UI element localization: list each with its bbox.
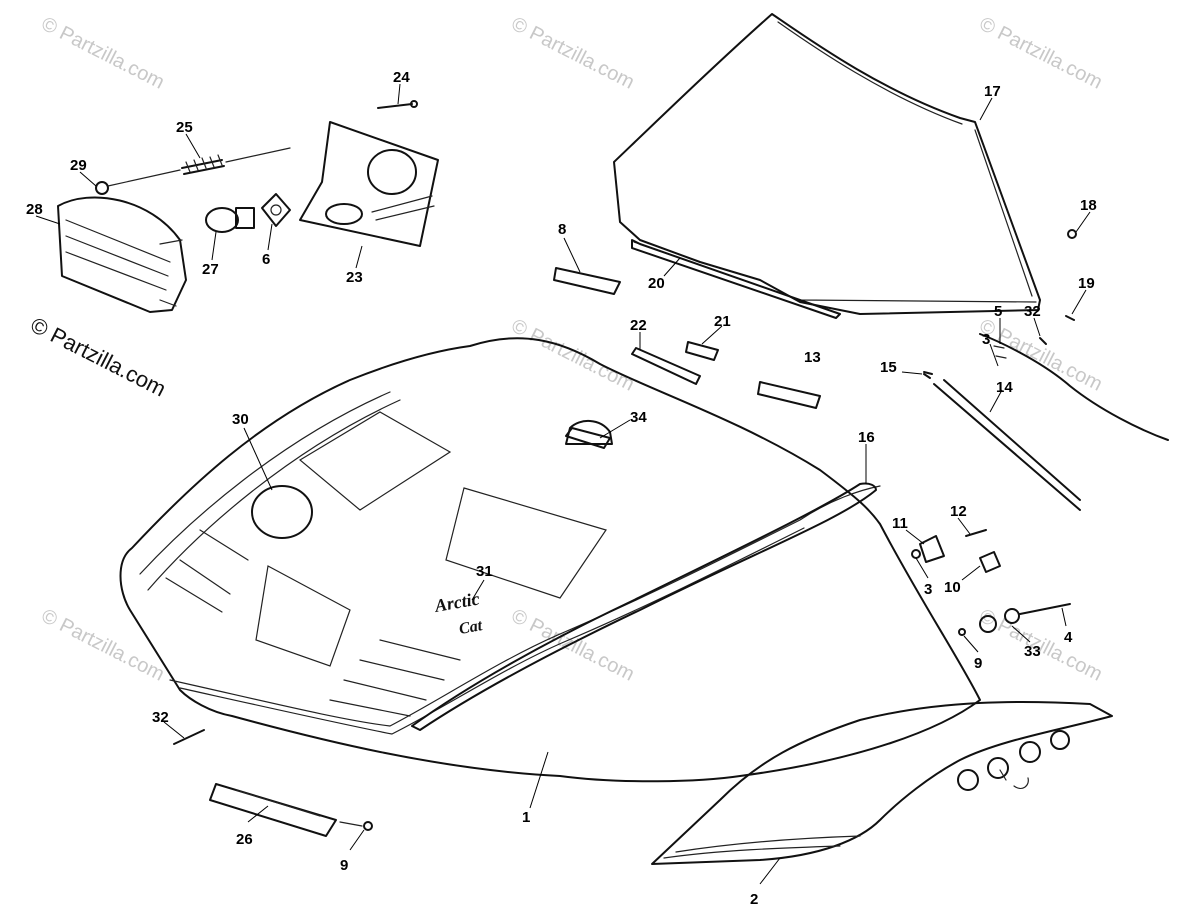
callout-3-lower: 3 [924,581,932,598]
screw-19 [1065,315,1075,321]
cable-5 [979,333,1169,441]
callout-11: 11 [892,515,908,532]
callout-5: 5 [994,303,1002,320]
hood-seal-part [411,482,877,731]
hood-decal-line-2: Cat [458,617,484,638]
callout-25: 25 [176,119,193,136]
callout-15: 15 [880,359,897,376]
decal-21 [685,341,719,361]
callout-16: 16 [858,429,875,446]
callout-30: 30 [232,411,249,428]
callout-9-lower: 9 [340,857,348,874]
callout-labels: 24 25 29 28 27 6 23 8 20 17 18 19 32 5 3… [26,69,1097,908]
callout-4: 4 [1064,629,1073,646]
bracket-10 [979,551,1001,573]
callout-33: 33 [1024,643,1041,660]
callout-2: 2 [750,891,758,908]
windshield-part [613,13,1041,315]
screw-12 [965,529,987,537]
callout-32-lower: 32 [152,709,169,726]
callout-12: 12 [950,503,967,520]
watermark-4: © Partzilla.com [508,315,638,396]
strip-22 [631,347,701,385]
callout-26: 26 [236,831,253,848]
leader-lines [35,83,1091,885]
plate-26-slot [235,789,321,817]
hood-part [119,337,981,783]
screw-9b [339,821,363,827]
hood-decal-line-1: Arctic [432,588,481,616]
callout-6: 6 [262,251,270,268]
callout-18: 18 [1080,197,1097,214]
watermark-3: © Partzilla.com [976,13,1106,94]
small-parts [173,229,1169,837]
screw-15 [923,371,933,375]
clip-3 [993,345,1007,359]
watermark-8: © Partzilla.com [976,605,1106,686]
strip-14 [923,373,1081,511]
watermark-1: © Partzilla.com [38,13,168,94]
callout-29: 29 [70,157,87,174]
callout-27: 27 [202,261,219,278]
washer-33a [979,615,997,633]
lower-trim-part [651,700,1113,865]
callout-23: 23 [346,269,363,286]
windshield-molding-part [631,239,841,319]
nut-3 [911,549,921,559]
nut-18 [1067,229,1077,239]
washer-33b [1004,608,1020,624]
callout-1: 1 [522,809,530,826]
decal-8 [553,267,621,295]
hood-decal-lettering: Arctic Cat [432,588,484,638]
callout-22: 22 [630,317,647,334]
callout-10: 10 [944,579,961,596]
callout-32-upper: 32 [1024,303,1041,320]
bolt-4 [1019,603,1071,615]
watermark-7: © Partzilla.com [508,605,638,686]
latch-11 [919,535,945,563]
callout-28: 28 [26,201,43,218]
callout-20: 20 [648,275,665,292]
vent-34 [565,427,611,449]
callout-14: 14 [996,379,1013,396]
callout-31: 31 [476,563,493,580]
callout-13: 13 [804,349,821,366]
callout-19: 19 [1078,275,1095,292]
screw-32 [1039,337,1047,345]
nut-9b [363,821,373,831]
callout-21: 21 [714,313,731,330]
nut-9a [958,628,966,636]
watermark-6: © Partzilla.com [38,605,168,686]
callout-34: 34 [630,409,647,426]
watermark-2: © Partzilla.com [508,13,638,94]
plate-26 [209,783,337,837]
callout-8: 8 [558,221,566,238]
callout-17: 17 [984,83,1001,100]
screw-32b [173,729,205,745]
headlight-adjust-parts [95,147,291,195]
callout-3-upper: 3 [982,331,990,348]
headlight-assembly [57,193,291,313]
decal-13 [757,381,821,409]
callout-9-right: 9 [974,655,982,672]
headlight-bracket-part [299,100,439,247]
callout-24: 24 [393,69,410,86]
